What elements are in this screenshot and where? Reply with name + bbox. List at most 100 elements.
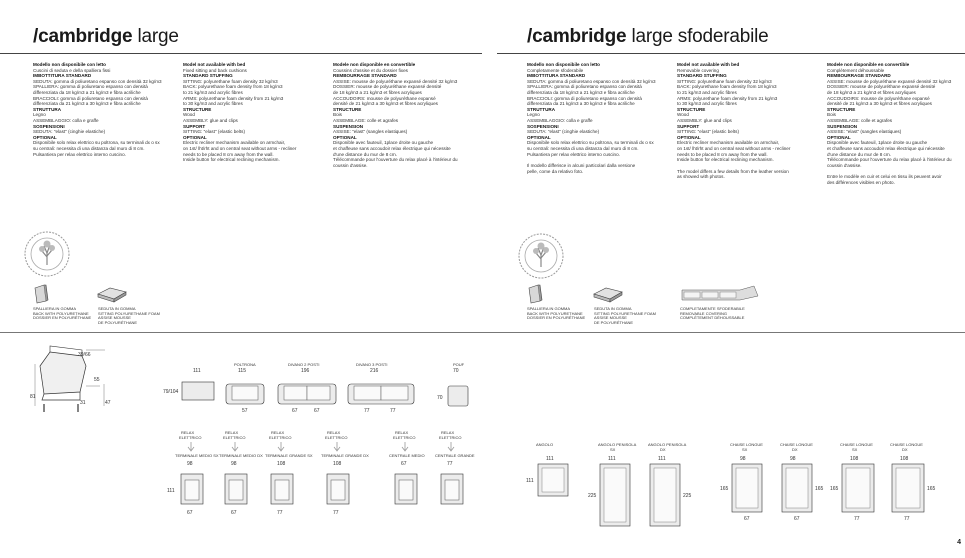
right-title-light: large sfoderabile <box>626 26 769 47</box>
right-title-rule <box>497 53 965 54</box>
piece-2seat-width: 196 <box>301 368 310 374</box>
spec-line: et chaffeuse sans accoudoir relax électr… <box>827 145 945 151</box>
relax-label: RELAX <box>327 430 340 435</box>
module-depth: 77 <box>277 510 283 516</box>
seat-foam-icon <box>593 287 623 303</box>
relax-label: RELAX <box>441 430 454 435</box>
spec-line: differenziata da 21 kg/m3 a 30 kg/m3 e f… <box>33 101 141 107</box>
column-heading: Modele non disponible en convertible <box>333 62 416 67</box>
spec-line: coussin d'assise. <box>827 162 862 168</box>
module-width: 108 <box>277 461 286 467</box>
spec-line: Cuscini di seduta e della spalliera fiss… <box>33 67 111 73</box>
module-height: 165 <box>815 486 824 492</box>
spec-line: The model differs a few details from the… <box>677 168 789 174</box>
caption-line: SPALLIERA IN GOMMA <box>33 306 77 311</box>
module-label: CHAISE LONGUE <box>730 442 763 447</box>
removable-cover-sofa-icon <box>681 285 759 301</box>
spec-line: Wood <box>677 112 689 118</box>
spec-line: ARMS: polyurethane foam density from 21 … <box>677 95 778 101</box>
caption-line: SITTING POLYURETHANE FOAM <box>98 310 160 316</box>
module-label: CHAISE LONGUE <box>780 442 813 447</box>
module-width: 111 <box>608 456 616 462</box>
side-elevation-drawing: 39/66 55 81 31 47 <box>30 345 111 412</box>
spec-line: SITTING: "elast" (elastic belts) <box>183 129 245 135</box>
spec-line: Disponibile solo relax elettrico su polt… <box>33 140 160 146</box>
piece-2seat-depth1: 67 <box>292 408 298 414</box>
module-depth: 67 <box>231 510 237 516</box>
module-seat <box>735 467 759 509</box>
arrow-down-icon <box>447 442 455 452</box>
piece-3seat-depth2: 77 <box>390 408 396 414</box>
module-label: TERMINALE MEDIO DX <box>219 453 263 458</box>
section-heading: STRUCTURE <box>333 106 362 112</box>
module-seat <box>845 467 871 509</box>
arrow-down-icon <box>401 442 409 452</box>
module-width: 98 <box>790 456 796 462</box>
section-heading: STRUCTURE <box>677 106 706 112</box>
caption-line: COMPLETAMENTE SFODERABILE <box>680 306 745 311</box>
column-heading: Model not available with bed <box>677 62 740 67</box>
module-width: 98 <box>187 461 193 467</box>
spec-line: SEDUTA: "elast" (cinghie elastiche) <box>33 129 106 135</box>
piece-3seat-depth1: 77 <box>364 408 370 414</box>
spec-line: Bois <box>827 112 836 118</box>
spec-line: d'une distance du mur de 8 cm. <box>827 151 891 157</box>
arrow-down-icon <box>277 442 285 452</box>
spec-line: Legno <box>527 112 540 118</box>
module-seat <box>398 479 414 501</box>
module-label: ANGOLO PENISOLA <box>648 442 687 447</box>
spec-line: Télécommande pour l'ouverture du relax p… <box>333 157 458 163</box>
caption-line: ASSISE MOUSSE <box>98 315 131 321</box>
spec-line: ARMS: polyurethane foam density from 21 … <box>183 95 284 101</box>
module-label: TERMINALE GRANDE SX <box>265 453 313 458</box>
spec-line: Pulsantiera per relax elettrico interno … <box>527 151 620 157</box>
caption-line: ASSISE MOUSSE <box>594 315 627 321</box>
section-heading: REMBOURRAGE STANDARD <box>333 73 397 79</box>
arrow-down-icon <box>187 442 195 452</box>
certification-stamp-icon <box>518 233 564 279</box>
piece-pouf-width: 70 <box>453 368 459 374</box>
spec-line: ASSISE: "elast" (sangles elastiques) <box>333 129 408 135</box>
module-width: 67 <box>401 461 407 467</box>
spec-line: on 1st/ lht/rht and on central seat with… <box>183 145 297 151</box>
spec-line: Il modello differisce in alcuni particol… <box>527 163 636 169</box>
spec-line: Completamente sfoderabile <box>527 67 584 73</box>
module-height: 165 <box>927 486 936 492</box>
module-height: 165 <box>830 486 839 492</box>
spec-line: Electric recliner mechanism available on… <box>677 140 780 146</box>
module-label: DX <box>660 447 666 452</box>
relax-label: ELETTRICO <box>179 435 201 440</box>
spec-line: Fixed sitting and back cushions <box>183 67 247 73</box>
spec-line: ASSEMBLY: glue and clips <box>677 117 732 123</box>
spec-line: Electric recliner mechanism available on… <box>183 140 286 146</box>
spec-line: et chaffeuse sans accoudoir relax électr… <box>333 145 451 151</box>
spec-line: BACK: polyurethane foam density from 18 … <box>677 84 777 90</box>
section-heading: SOSPENSIONI <box>33 123 65 129</box>
spec-line: to 30 kg/m3 and acrylic fibres <box>183 101 243 107</box>
spec-line: Wood <box>183 112 195 118</box>
spec-line: des différences visibles en photo. <box>827 179 895 185</box>
module-height: 111 <box>526 478 534 484</box>
section-heading: OPTIONAL <box>33 134 57 140</box>
arrow-down-icon <box>333 442 341 452</box>
spec-line: Télécommande pour l'ouverture du relax p… <box>827 157 952 163</box>
module-width: 108 <box>333 461 342 467</box>
back-foam-icon <box>34 284 49 304</box>
top-view-pieces: 111 79/104 POLTRONA 115 57 DIVANO 2 POST… <box>163 362 469 414</box>
spec-line: Bois <box>333 112 342 118</box>
module-width: 98 <box>231 461 237 467</box>
section-heading: REMBOURRAGE STANDARD <box>827 73 891 79</box>
spec-line: ASSEMBLAGGIO: colla e graffe <box>527 117 593 123</box>
relax-label: ELETTRICO <box>439 435 461 440</box>
module-depth: 77 <box>333 510 339 516</box>
caption-line: BACK WITH POLYURETHANE <box>527 310 583 316</box>
piece-armchair-label: POLTRONA <box>234 362 256 367</box>
left-title-rule <box>0 53 482 54</box>
